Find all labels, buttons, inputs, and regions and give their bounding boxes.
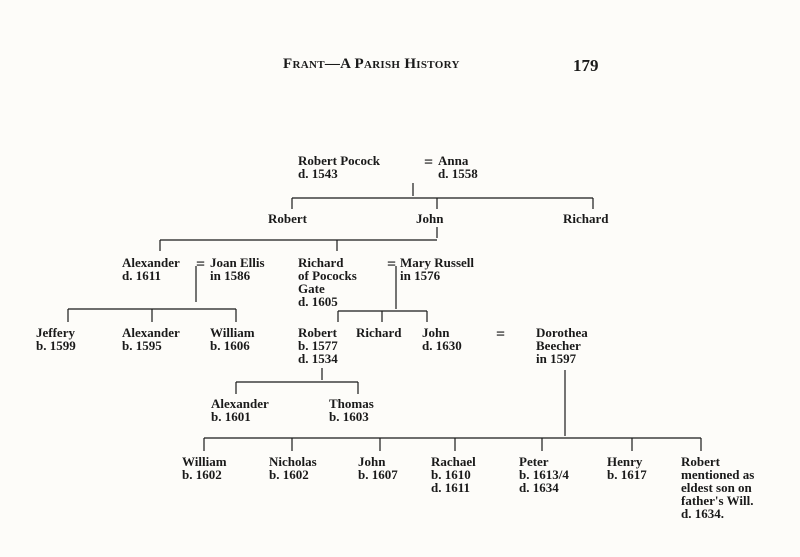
person-robert-pocock: Robert Pocock d. 1543 [298,153,380,181]
line-gen3-bar [159,239,437,251]
line-gen2-bar [291,197,594,209]
person-william-1606: William b. 1606 [210,325,255,353]
person-peter: Peter b. 1613/4 d. 1634 [519,454,569,495]
page-number: 179 [573,56,599,75]
person-robert-1577: Robert b. 1577 d. 1534 [298,325,338,366]
person-henry: Henry b. 1617 [607,454,647,482]
person-robert-eldest: Robert mentioned as eldest son on father… [681,454,755,521]
line-gen5a-bar [235,381,359,394]
marriage-symbol: = [496,326,506,343]
person-richard: Richard [563,211,609,226]
person-william-1602: William b. 1602 [182,454,227,482]
line-gen4a-bar [67,308,237,322]
person-anna: Anna d. 1558 [438,153,478,181]
person-dorothea-beecher: Dorothea Beecher in 1597 [536,325,588,366]
person-nicholas: Nicholas b. 1602 [269,454,317,482]
person-robert: Robert [268,211,307,226]
person-richard-of-pococks-gate: Richard of Pococks Gate d. 1605 [298,255,357,309]
person-alexander-1611: Alexander d. 1611 [122,255,180,283]
marriage-symbol: = [387,256,397,273]
person-richard-2: Richard [356,325,402,340]
person-john-1630: John d. 1630 [422,325,462,353]
person-john-1607: John b. 1607 [358,454,398,482]
person-jeffery: Jeffery b. 1599 [36,325,76,353]
person-john: John [416,211,444,226]
person-mary-russell: Mary Russell in 1576 [400,255,475,283]
line-gen4b-bar [337,310,428,322]
person-thomas: Thomas b. 1603 [329,396,374,424]
marriage-symbol: = [196,256,206,273]
person-alexander-1601: Alexander b. 1601 [211,396,269,424]
person-alexander-1595: Alexander b. 1595 [122,325,180,353]
marriage-symbol: = [424,154,434,171]
line-gen5b-bar [203,437,702,451]
running-header-title: Frant—A Parish History [283,56,460,72]
person-joan-ellis: Joan Ellis in 1586 [210,255,265,283]
person-rachael: Rachael b. 1610 d. 1611 [431,454,476,495]
